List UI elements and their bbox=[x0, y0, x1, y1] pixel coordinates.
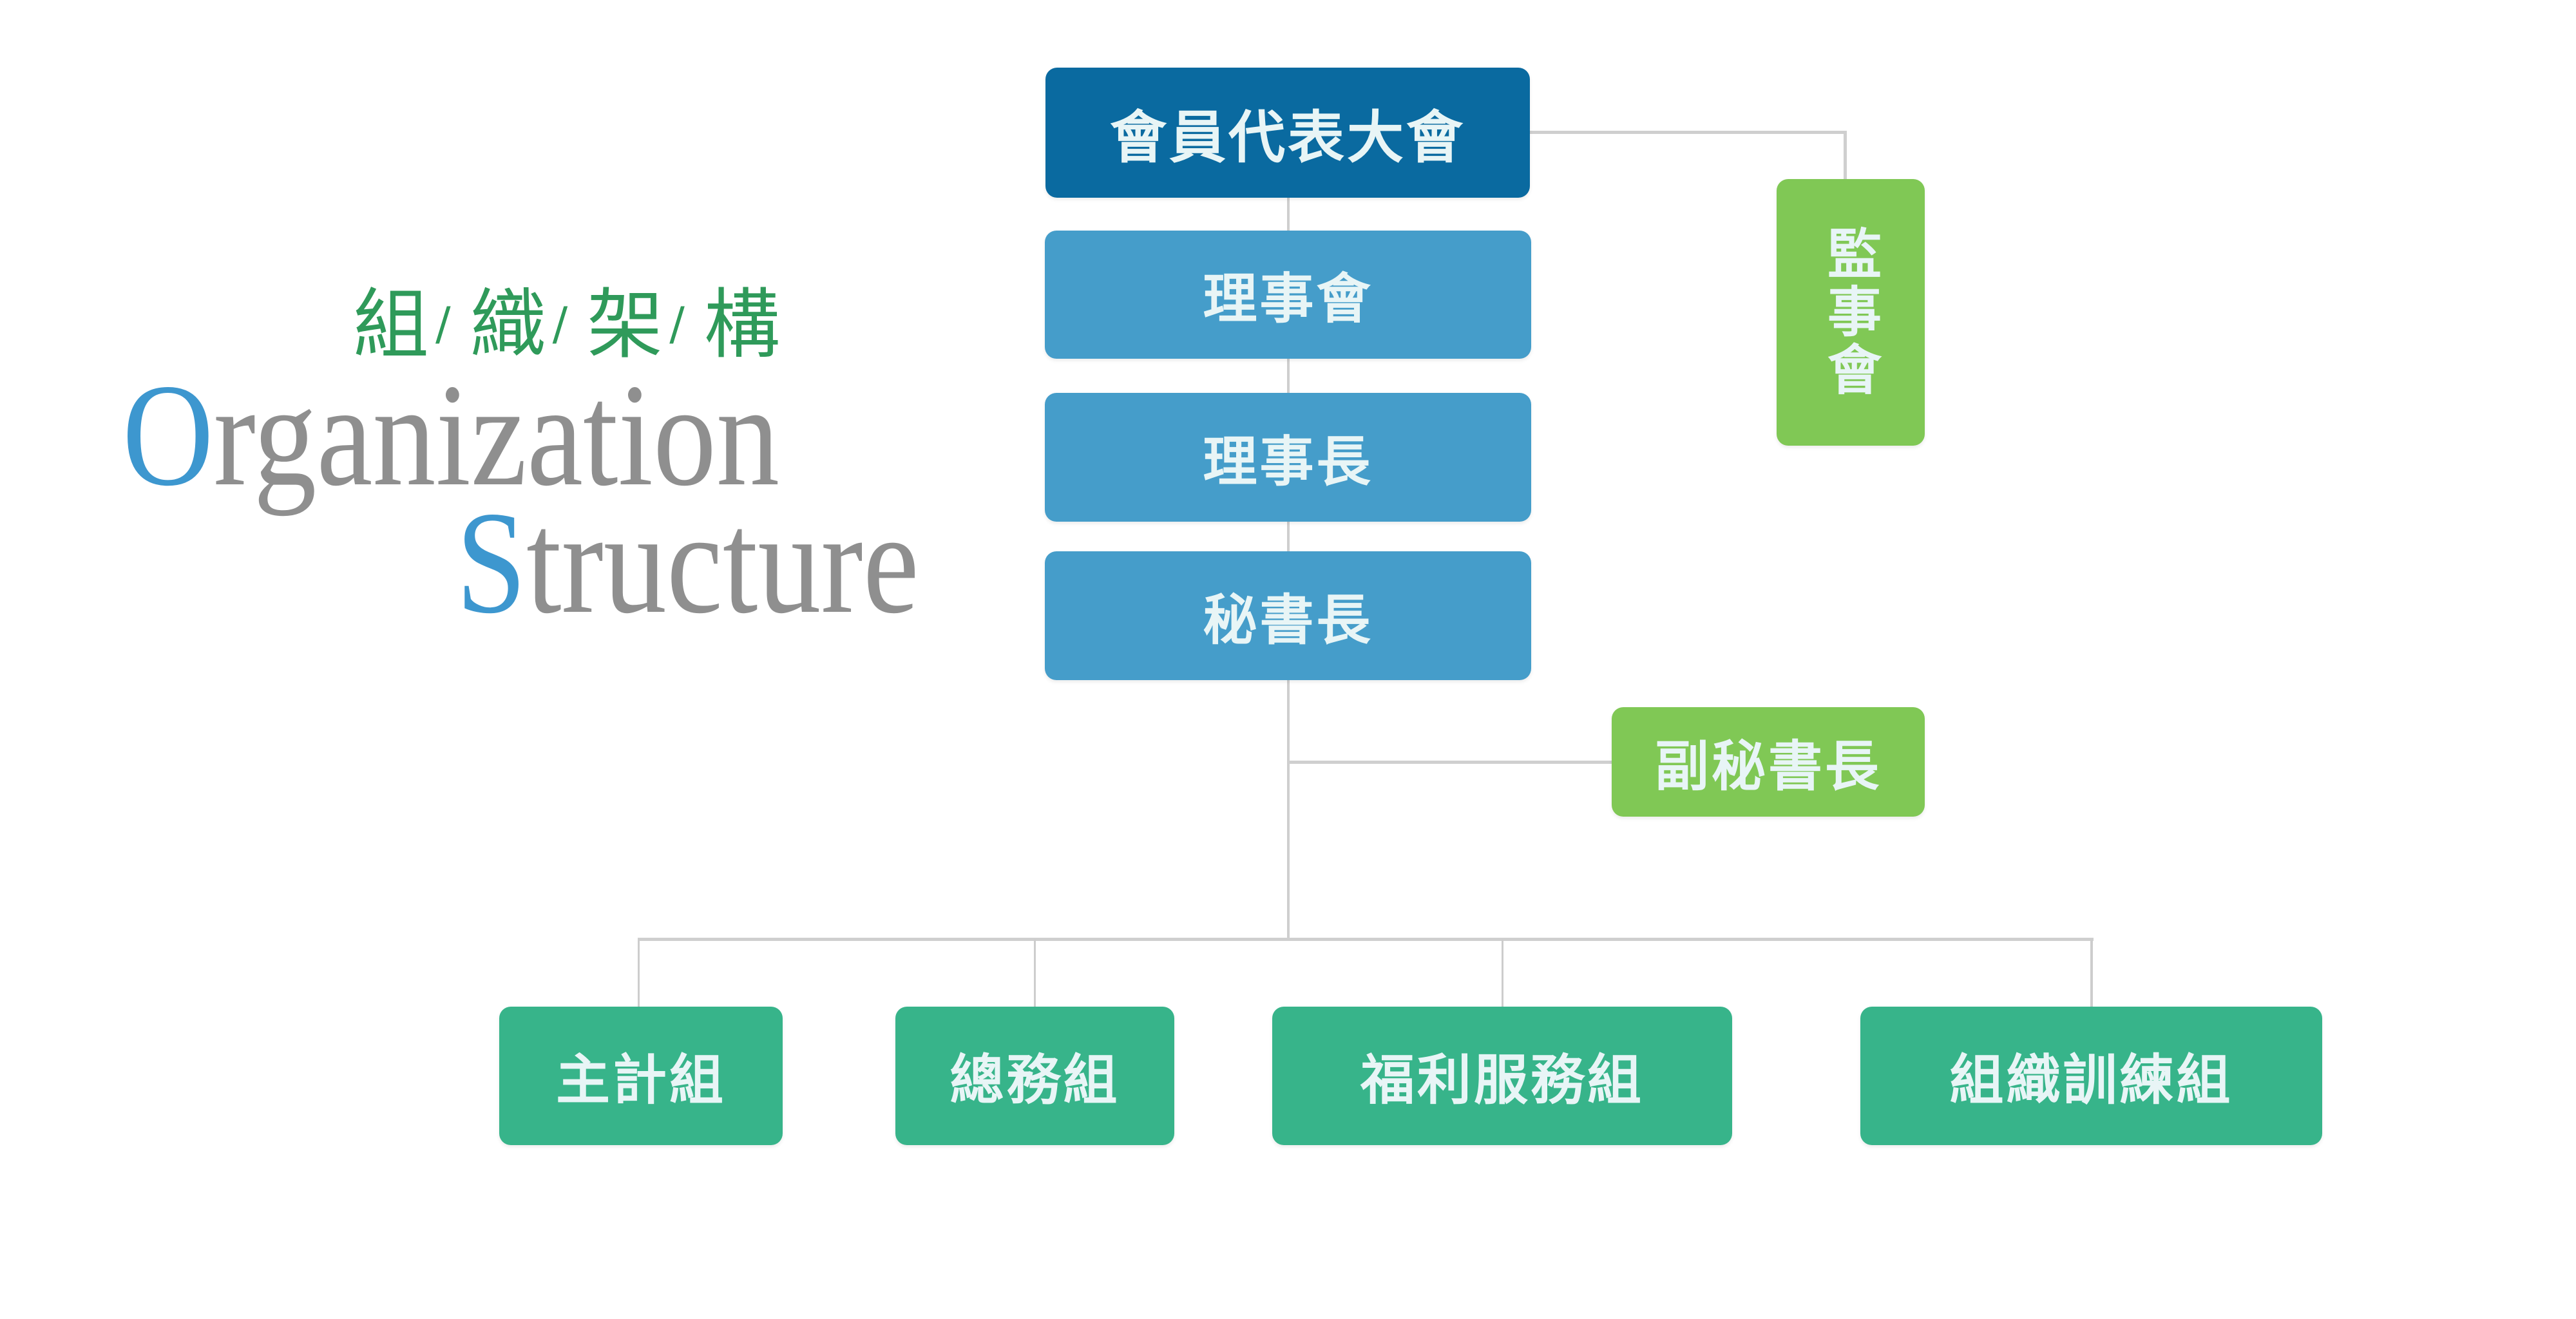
connector-departments-h bbox=[638, 938, 2094, 941]
node-board-of-supervisors[interactable]: 監事會 bbox=[1777, 179, 1925, 446]
title-rest: rganization bbox=[213, 354, 780, 517]
node-dept-welfare-services[interactable]: 福利服務組 bbox=[1272, 1007, 1732, 1145]
node-dept-general-affairs[interactable]: 總務組 bbox=[895, 1007, 1174, 1145]
node-members-assembly[interactable]: 會員代表大會 bbox=[1045, 68, 1530, 198]
connector-assembly-to-supervisors-v bbox=[1844, 131, 1847, 180]
title-separator: / bbox=[669, 298, 687, 350]
node-dept-accounting[interactable]: 主計組 bbox=[499, 1007, 783, 1145]
title-separator: / bbox=[552, 298, 571, 350]
title-chinese: 組/織/架/構 bbox=[353, 263, 783, 373]
title-initial: S bbox=[456, 482, 527, 644]
connector-assembly-to-supervisors-h bbox=[1530, 131, 1847, 134]
title-char: 織 bbox=[470, 280, 549, 369]
connector-to-deputy bbox=[1288, 761, 1614, 764]
node-label: 組織訓練組 bbox=[1949, 1049, 2233, 1112]
title-char: 架 bbox=[587, 280, 666, 369]
connector-drop-general-affairs bbox=[1034, 939, 1036, 1007]
title-initial: O bbox=[122, 354, 214, 517]
node-label: 秘書長 bbox=[1203, 588, 1373, 652]
node-label: 理事長 bbox=[1203, 430, 1373, 493]
connector-drop-accounting bbox=[638, 939, 640, 1007]
node-label: 理事會 bbox=[1203, 267, 1373, 330]
node-label: 主計組 bbox=[555, 1049, 726, 1112]
title-rest: tructure bbox=[526, 482, 919, 644]
title-char: 構 bbox=[703, 280, 783, 369]
title-english-organization: Organization bbox=[122, 362, 779, 509]
title-char: 組 bbox=[353, 280, 432, 369]
node-label: 福利服務組 bbox=[1360, 1049, 1644, 1112]
connector-drop-training bbox=[2090, 939, 2093, 1007]
node-label: 總務組 bbox=[949, 1049, 1120, 1112]
node-chairman[interactable]: 理事長 bbox=[1045, 393, 1531, 522]
node-label: 監事會 bbox=[1818, 225, 1882, 399]
title-english-structure: Structure bbox=[456, 489, 919, 636]
node-board-of-directors[interactable]: 理事會 bbox=[1045, 231, 1531, 359]
node-dept-organization-training[interactable]: 組織訓練組 bbox=[1860, 1007, 2322, 1145]
node-secretary-general[interactable]: 秘書長 bbox=[1045, 551, 1531, 680]
node-label: 會員代表大會 bbox=[1109, 104, 1465, 171]
title-separator: / bbox=[435, 298, 453, 350]
node-deputy-secretary-general[interactable]: 副秘書長 bbox=[1612, 707, 1925, 817]
connector-drop-welfare bbox=[1502, 939, 1503, 1007]
node-label: 副秘書長 bbox=[1654, 734, 1882, 798]
